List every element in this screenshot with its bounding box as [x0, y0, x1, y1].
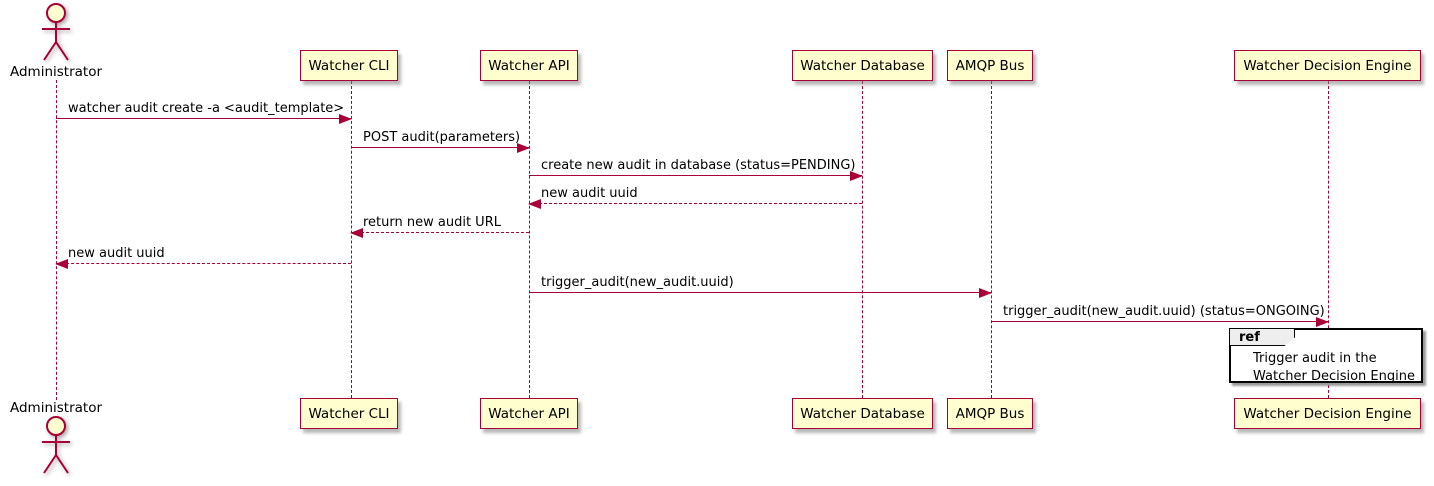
ref-line-1: Trigger audit in the — [1253, 351, 1377, 366]
participant-watcher-decision-engine-top: Watcher Decision Engine — [1234, 50, 1421, 81]
arrowhead-right-icon — [1316, 317, 1329, 327]
arrowhead-right-icon — [517, 143, 530, 153]
lifeline-watcher-api — [529, 81, 530, 398]
message-new-audit-uuid-cli: new audit uuid — [55, 246, 351, 269]
participant-amqp-bus-bottom: AMQP Bus — [947, 398, 1033, 429]
message-label: POST audit(parameters) — [363, 130, 521, 145]
ref-fragment: ref Trigger audit in the Watcher Decisio… — [1229, 328, 1423, 386]
lifeline-amqp-bus — [991, 81, 992, 398]
actor-label-administrator-top: Administrator — [9, 64, 103, 80]
lifeline-administrator — [56, 80, 57, 400]
participant-watcher-api-top: Watcher API — [480, 50, 578, 81]
administrator-actor-icon — [42, 3, 70, 61]
participant-watcher-database-top: Watcher Database — [792, 50, 933, 81]
arrowhead-left-icon — [55, 259, 68, 269]
message-label: new audit uuid — [68, 246, 165, 261]
participant-amqp-bus-top: AMQP Bus — [947, 50, 1033, 81]
arrowhead-right-icon — [979, 288, 992, 298]
lifeline-watcher-database — [862, 81, 863, 398]
message-label: trigger_audit(new_audit.uuid) (status=ON… — [1003, 304, 1325, 319]
administrator-actor-icon-bottom — [42, 416, 70, 474]
ref-keyword: ref — [1239, 330, 1260, 345]
message-post-audit: POST audit(parameters) — [351, 130, 530, 153]
actor-label-administrator-bottom: Administrator — [9, 400, 103, 416]
message-trigger-audit: trigger_audit(new_audit.uuid) — [529, 275, 992, 298]
arrowhead-left-icon — [528, 199, 541, 209]
ref-line-2: Watcher Decision Engine — [1253, 369, 1415, 384]
ref-body-text: Trigger audit in the Watcher Decision En… — [1253, 350, 1415, 386]
message-label: return new audit URL — [363, 215, 501, 230]
message-label: new audit uuid — [541, 186, 638, 201]
message-new-audit-uuid-db: new audit uuid — [528, 186, 862, 209]
message-create-audit-db: create new audit in database (status=PEN… — [529, 158, 863, 181]
participant-watcher-decision-engine-bottom: Watcher Decision Engine — [1234, 398, 1421, 429]
arrowhead-right-icon — [339, 114, 352, 124]
arrowhead-left-icon — [350, 228, 363, 238]
ref-header-pentagon — [1229, 328, 1295, 346]
message-trigger-audit-ongoing: trigger_audit(new_audit.uuid) (status=ON… — [991, 304, 1329, 327]
message-audit-create: watcher audit create -a <audit_template> — [56, 101, 352, 124]
message-return-audit-url: return new audit URL — [350, 215, 529, 238]
participant-watcher-database-bottom: Watcher Database — [792, 398, 933, 429]
lifeline-watcher-cli — [351, 81, 352, 398]
arrowhead-right-icon — [850, 171, 863, 181]
participant-watcher-cli-top: Watcher CLI — [300, 50, 398, 81]
message-label: watcher audit create -a <audit_template> — [68, 101, 345, 116]
participant-watcher-api-bottom: Watcher API — [480, 398, 578, 429]
message-label: trigger_audit(new_audit.uuid) — [541, 275, 734, 290]
participant-watcher-cli-bottom: Watcher CLI — [300, 398, 398, 429]
message-label: create new audit in database (status=PEN… — [541, 158, 856, 173]
lifeline-watcher-decision-engine — [1328, 81, 1329, 398]
